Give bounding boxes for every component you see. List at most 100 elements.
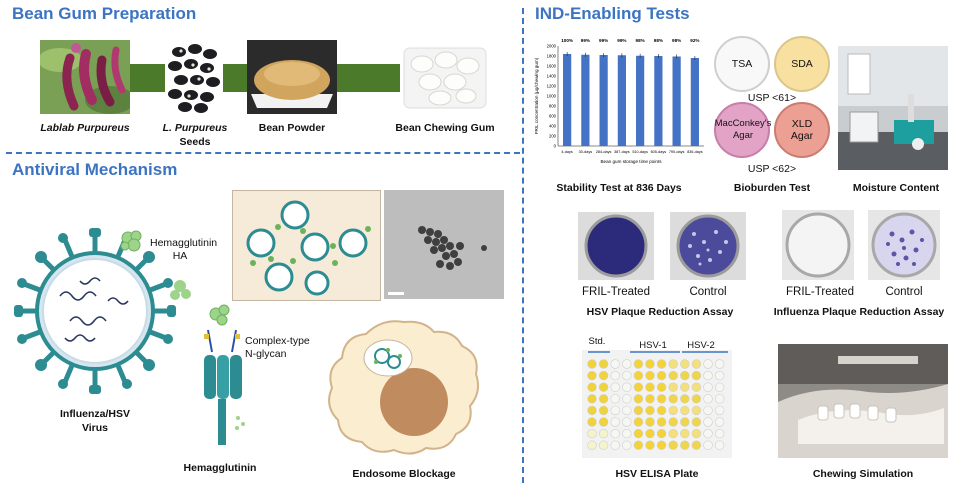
bar-value-label: 98%	[672, 38, 681, 43]
hsv-control-well	[670, 212, 746, 280]
step-gum-label: Bean Chewing Gum	[395, 122, 495, 134]
bioburden-caption: Bioburden Test	[733, 182, 811, 194]
bar	[654, 56, 663, 146]
moisture-caption: Moisture Content	[852, 182, 940, 194]
bar	[581, 54, 590, 146]
elisa-well	[680, 405, 690, 416]
x-tick-label: 387-days	[614, 150, 630, 154]
plate-macconkey-label-2: Agar	[732, 130, 754, 141]
usp-62-label: USP <62>	[747, 163, 797, 175]
moisture-analyzer-photo	[838, 46, 948, 170]
y-tick-label: 600	[549, 114, 557, 119]
seeds-photo	[165, 40, 223, 114]
elisa-well	[703, 359, 713, 369]
elisa-well	[633, 394, 644, 404]
bar-value-label: 98%	[654, 38, 663, 43]
elisa-well	[622, 382, 632, 392]
elisa-well	[680, 417, 690, 427]
chewing-caption: Chewing Simulation	[812, 468, 914, 480]
endosome-cell-illustration	[324, 318, 484, 458]
elisa-well	[610, 405, 620, 416]
bar	[690, 58, 699, 146]
elisa-well	[598, 370, 609, 381]
x-tick-label: 510-days	[632, 150, 648, 154]
elisa-well	[680, 370, 690, 381]
elisa-well	[668, 394, 678, 404]
section-divider-horizontal	[6, 152, 520, 154]
y-tick-label: 1600	[547, 64, 557, 69]
elisa-well	[587, 428, 597, 439]
elisa-well	[656, 440, 667, 450]
bioburden-plates	[712, 34, 832, 164]
elisa-well	[680, 428, 690, 439]
y-tick-label: 400	[549, 124, 557, 129]
section-divider-vertical	[522, 8, 524, 483]
flu-control-well	[868, 210, 940, 280]
elisa-well	[598, 405, 609, 416]
x-axis-label: Bean gum storage time points	[600, 159, 662, 164]
x-tick-label: 790-days	[669, 150, 685, 154]
glycan-label-2: N-glycan	[245, 348, 287, 360]
elisa-well	[668, 428, 678, 439]
elisa-well	[703, 428, 713, 439]
chewing-simulation-photo	[778, 344, 948, 458]
plate-xld-label: XLD	[791, 118, 813, 130]
elisa-well	[656, 428, 667, 439]
elisa-well	[622, 428, 632, 439]
antiviral-mechanism-title: Antiviral Mechanism	[12, 160, 178, 179]
elisa-well	[645, 370, 655, 381]
elisa-well	[645, 359, 655, 369]
elisa-well	[633, 405, 644, 416]
elisa-well	[610, 370, 620, 381]
step-powder-label: Bean Powder	[258, 122, 326, 134]
elisa-well	[645, 428, 655, 439]
x-tick-label: 605-days	[651, 150, 667, 154]
elisa-well	[610, 394, 620, 404]
elisa-well	[656, 394, 667, 404]
virus-label-2: Virus	[81, 422, 109, 434]
y-tick-label: 2000	[547, 44, 557, 49]
elisa-well	[598, 359, 609, 369]
elisa-well	[703, 417, 713, 427]
elisa-well	[610, 440, 620, 450]
ind-enabling-tests-title: IND-Enabling Tests	[535, 4, 690, 23]
elisa-well	[598, 440, 609, 450]
elisa-well	[587, 394, 597, 404]
hsv-treated-label: FRIL-Treated	[582, 286, 650, 298]
elisa-well	[668, 370, 678, 381]
elisa-well	[587, 370, 597, 381]
elisa-well	[587, 440, 597, 450]
bar-value-label: 99%	[617, 38, 626, 43]
hsv-treated-well	[578, 212, 654, 280]
elisa-well	[656, 382, 667, 392]
bar-value-label: 92%	[690, 38, 699, 43]
usp-61-label: USP <61>	[747, 92, 797, 104]
elisa-well	[656, 405, 667, 416]
bar-value-label: 98%	[636, 38, 645, 43]
bar-value-label: 100%	[561, 38, 573, 43]
y-tick-label: 1000	[547, 94, 557, 99]
elisa-well	[703, 370, 713, 381]
elisa-well	[598, 417, 609, 427]
elisa-well	[633, 440, 644, 450]
elisa-hsv1-label: HSV-1	[639, 340, 667, 351]
elisa-well	[691, 382, 702, 392]
elisa-well	[714, 382, 725, 392]
elisa-well	[645, 417, 655, 427]
elisa-well	[610, 359, 620, 369]
bar	[636, 55, 645, 146]
step-lablab-label: Lablab Purpureus	[40, 122, 130, 134]
elisa-well	[703, 382, 713, 392]
plate-tsa-label: TSA	[731, 58, 753, 70]
elisa-well	[645, 405, 655, 416]
elisa-plate-photo	[582, 350, 732, 458]
elisa-well	[598, 382, 609, 392]
plate-sda-label: SDA	[791, 58, 813, 70]
elisa-well	[680, 359, 690, 369]
elisa-well	[656, 417, 667, 427]
elisa-well	[587, 382, 597, 392]
elisa-well	[622, 370, 632, 381]
elisa-well	[714, 417, 725, 427]
y-tick-label: 800	[549, 104, 557, 109]
bar	[599, 55, 608, 146]
